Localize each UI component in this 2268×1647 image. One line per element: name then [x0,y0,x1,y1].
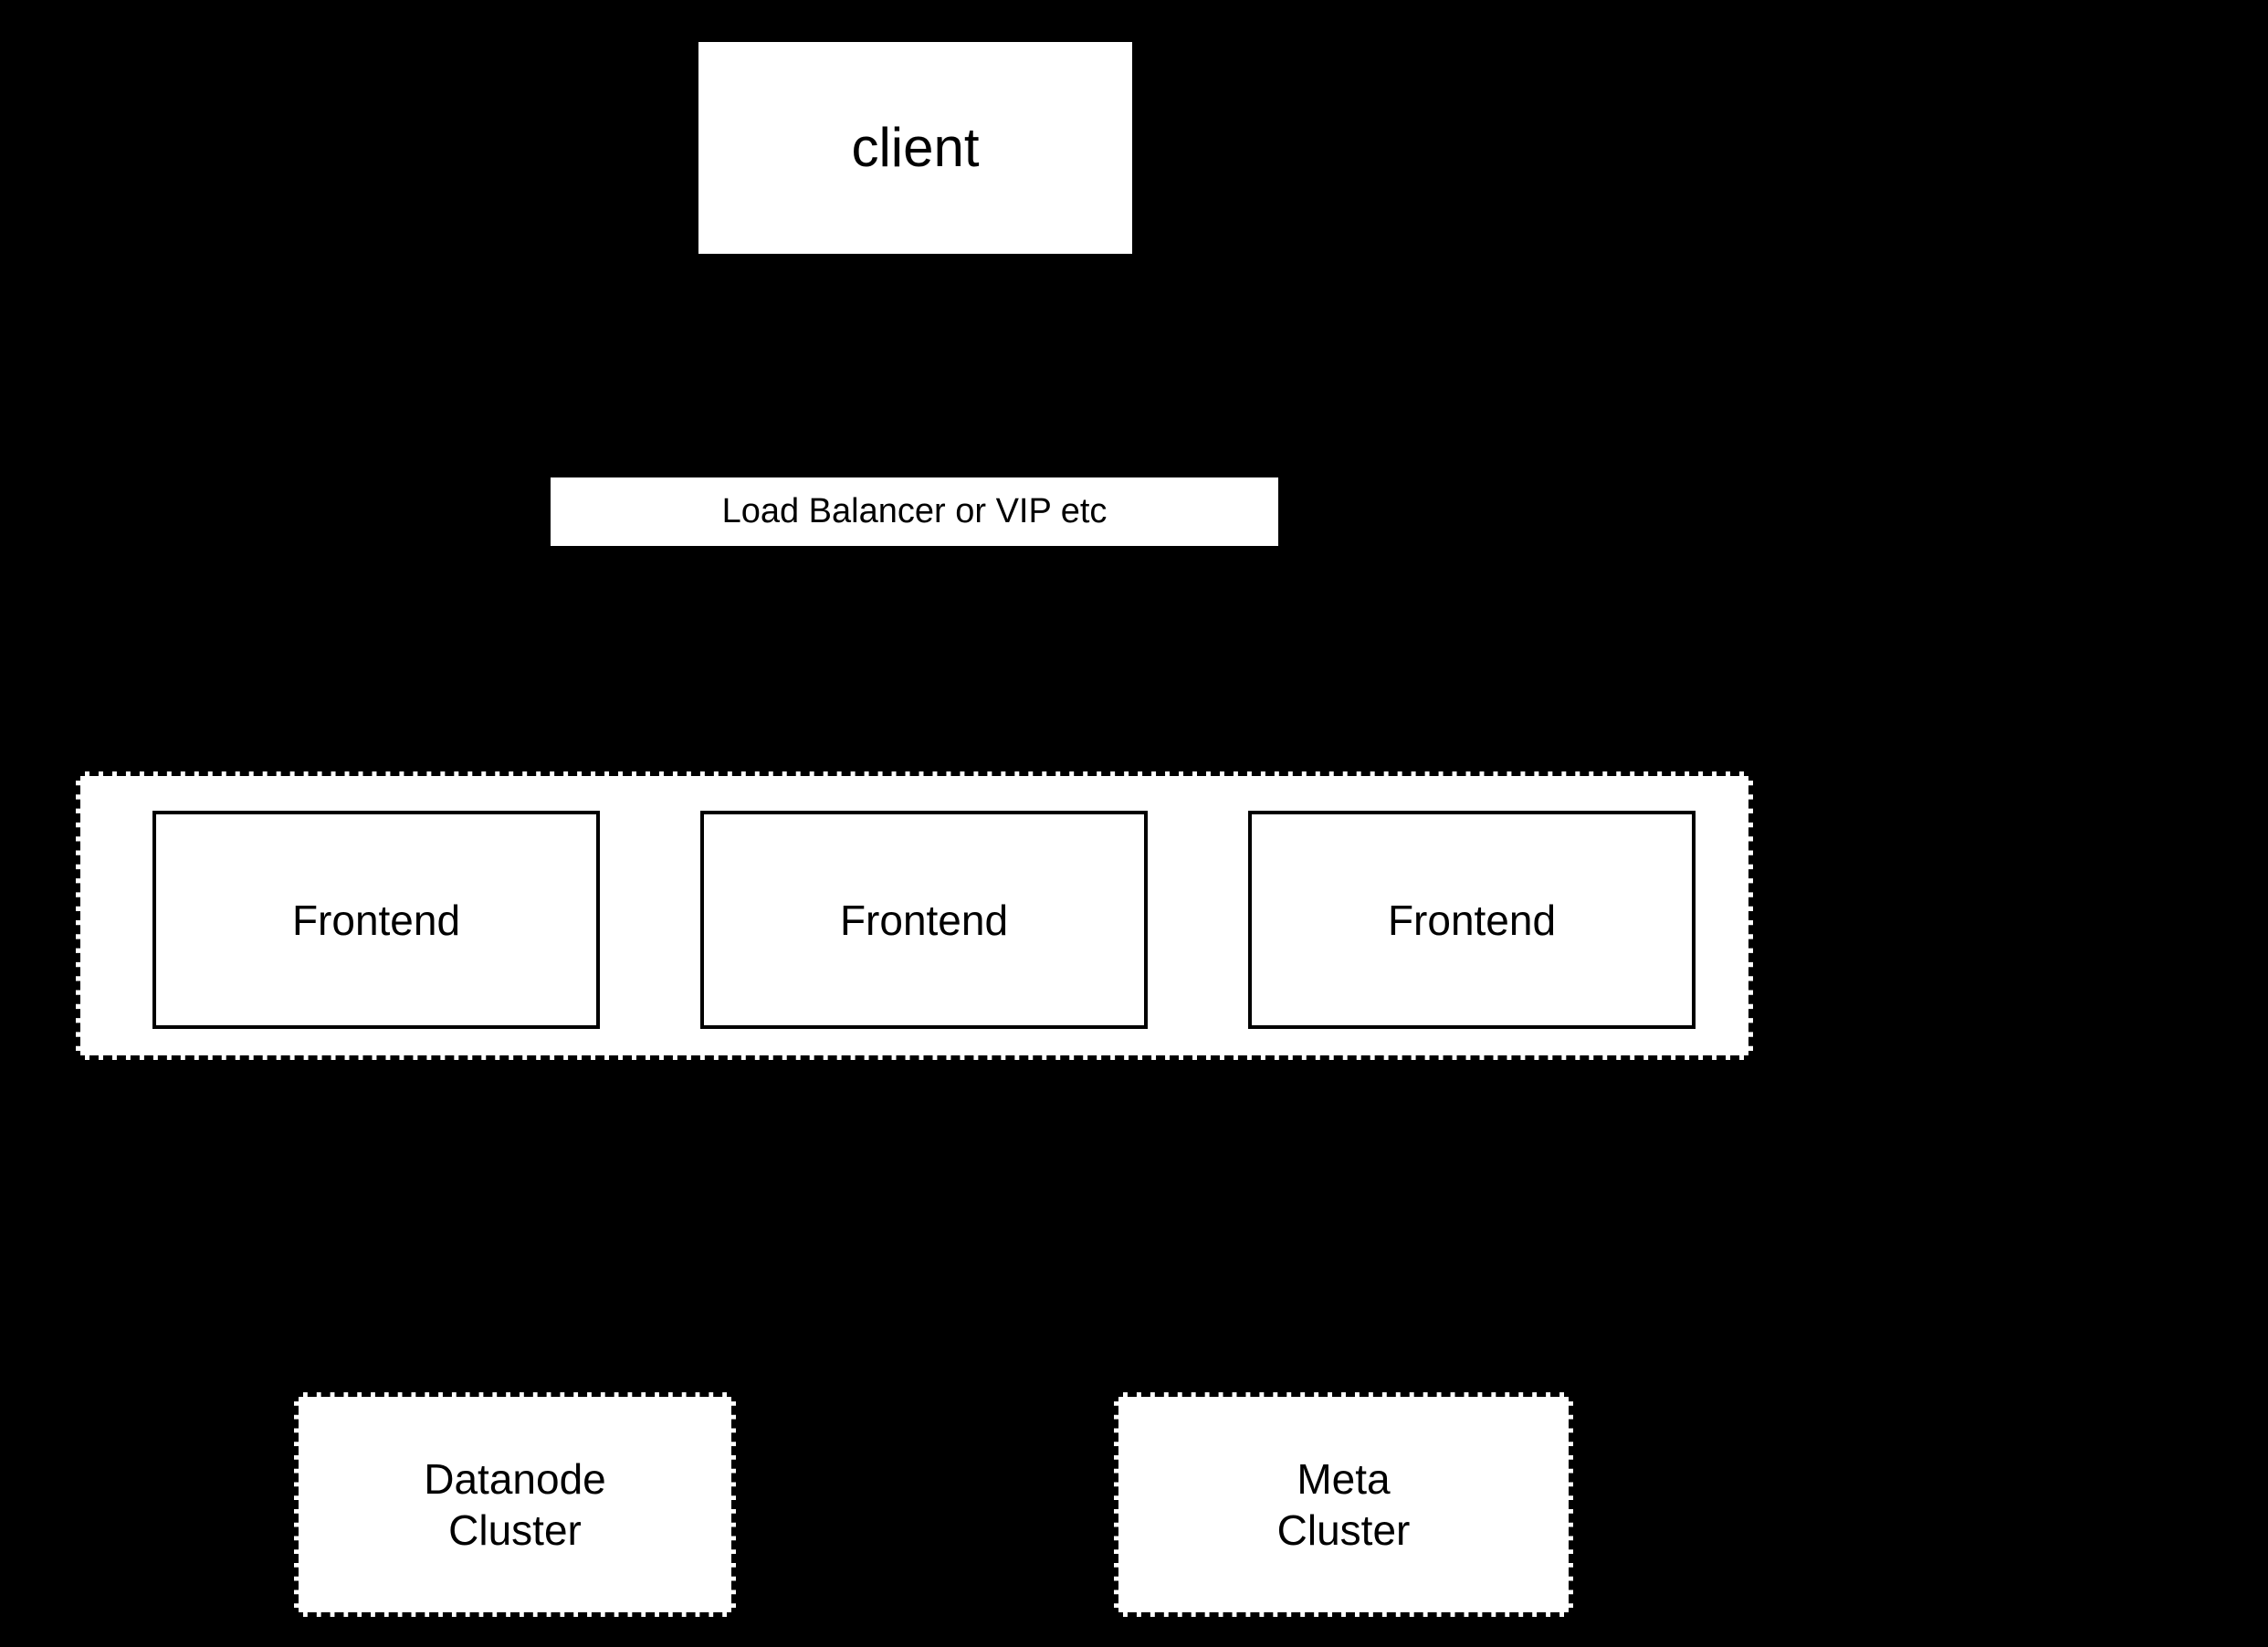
node-meta-cluster[interactable]: Meta Cluster [1114,1392,1573,1617]
node-client[interactable]: client [698,42,1132,254]
node-frontend-3[interactable]: Frontend [1248,811,1696,1029]
node-datanode-cluster[interactable]: Datanode Cluster [294,1392,736,1617]
node-frontend-1[interactable]: Frontend [152,811,600,1029]
group-frontend-cluster[interactable]: Frontend Frontend Frontend [76,771,1753,1060]
node-load-balancer[interactable]: Load Balancer or VIP etc [551,477,1278,546]
node-frontend-2[interactable]: Frontend [700,811,1148,1029]
